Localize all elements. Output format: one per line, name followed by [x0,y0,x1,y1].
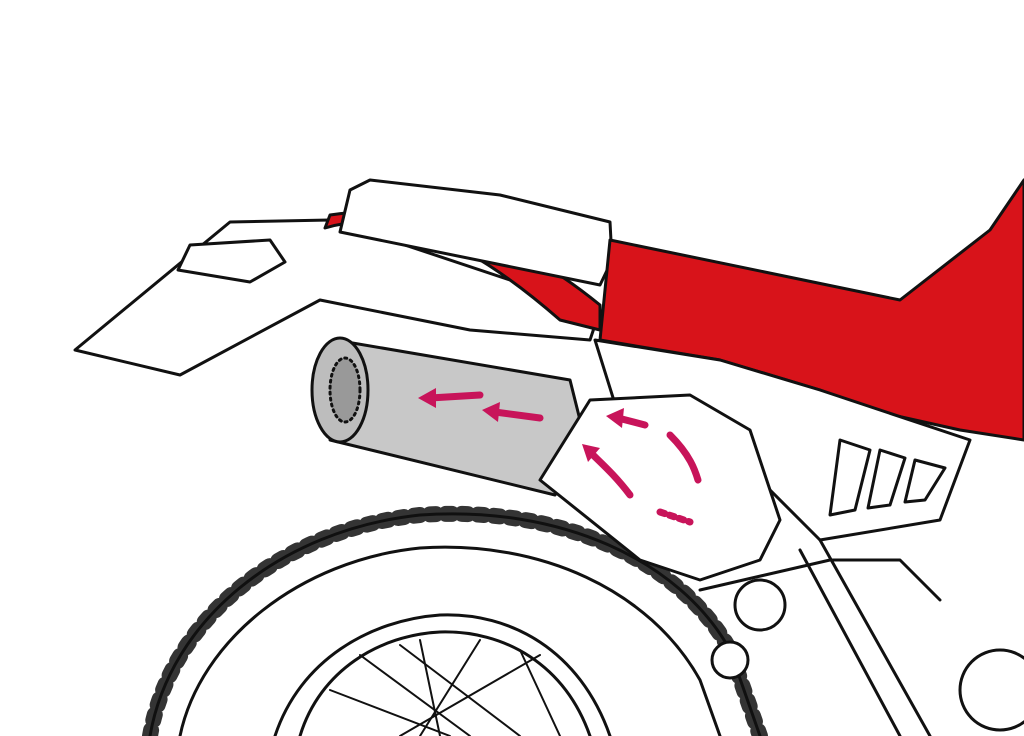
wheel-spokes [329,639,561,736]
panel-vents [828,438,947,517]
exhaust-flow-arrow-icon [491,408,544,422]
exhaust-flow-arrow-icon [426,391,484,402]
rear-tire [142,505,768,736]
arrowheads [418,388,624,462]
silencer-body [538,393,782,582]
frame [698,538,1024,736]
exhaust-flow-arrow-icon [666,431,702,484]
